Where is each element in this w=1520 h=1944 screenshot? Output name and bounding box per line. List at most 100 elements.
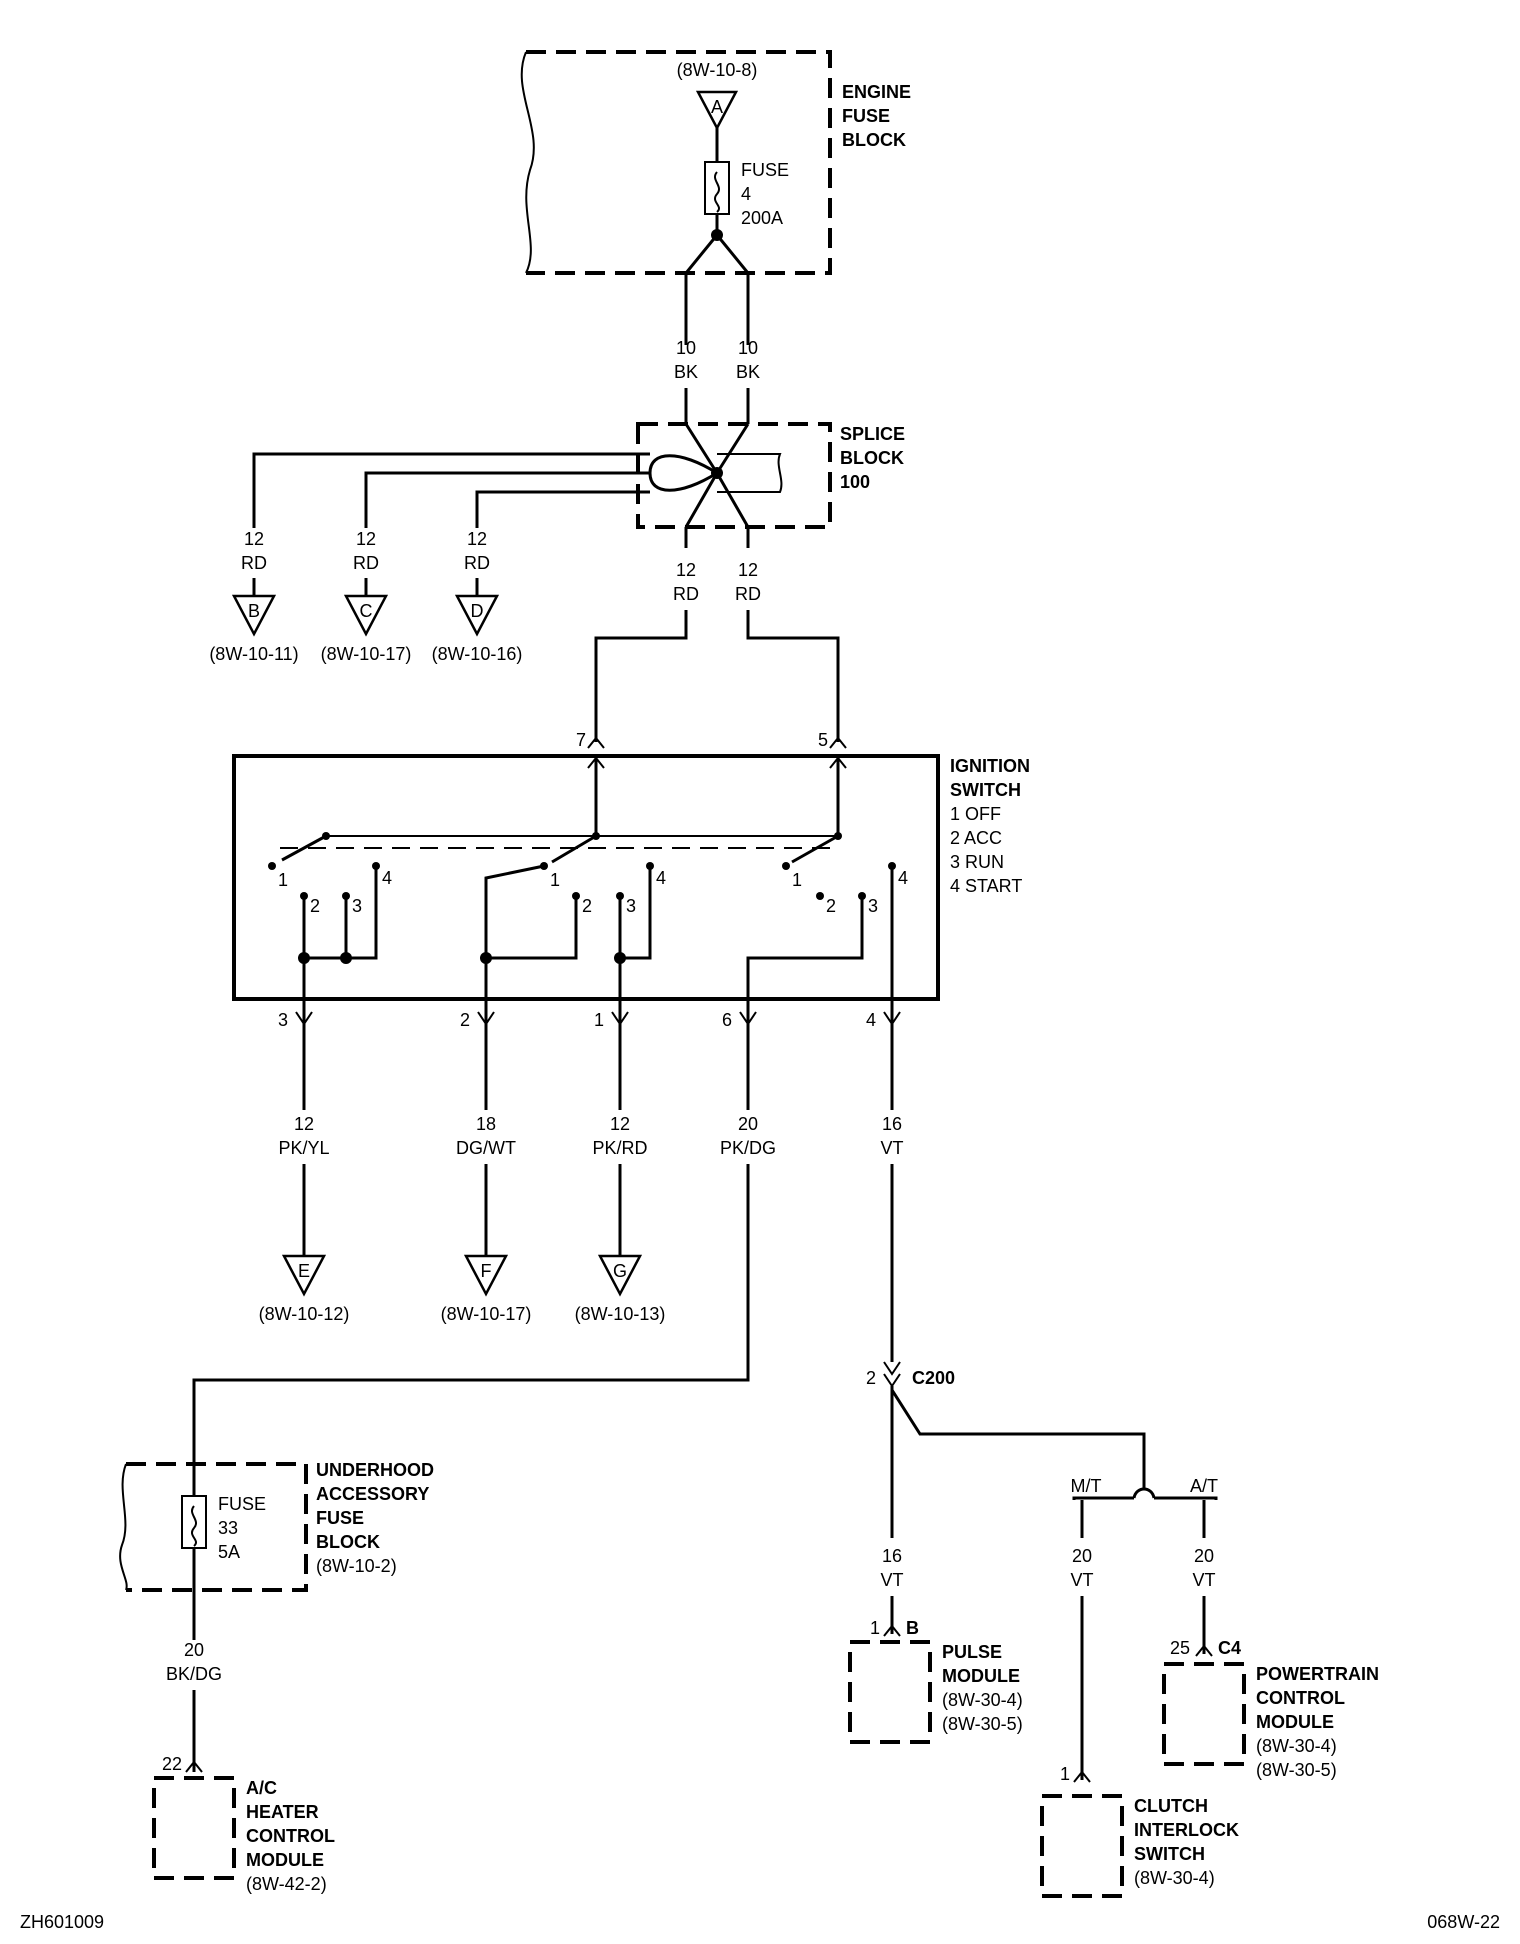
clutch-switch-ref: (8W-30-4) <box>1134 1868 1215 1888</box>
sw3-contact-1: 1 <box>792 870 802 890</box>
connector-c-ref: (8W-10-17) <box>321 644 412 664</box>
switch-out-pin-4: 4 <box>866 1010 876 1030</box>
wire-dgwt-color: DG/WT <box>456 1138 516 1158</box>
pulse-connector: B <box>906 1618 919 1638</box>
pulse-wire-gauge: 16 <box>882 1546 902 1566</box>
fuse-33-label-2: 33 <box>218 1518 238 1538</box>
ac-wire-color: BK/DG <box>166 1664 222 1684</box>
fuse-33-label-3: 5A <box>218 1542 240 1562</box>
switch-feed-7-color: RD <box>673 584 699 604</box>
ac-heater-control-module: A/C HEATER CONTROL MODULE (8W-42-2) <box>152 1776 335 1894</box>
wire-vt-color: VT <box>880 1138 903 1158</box>
clutch-switch-name-1: CLUTCH <box>1134 1796 1208 1816</box>
connector-g-ref: (8W-10-13) <box>575 1304 666 1324</box>
switch-feed-5-gauge: 12 <box>738 560 758 580</box>
feed-right-color: BK <box>736 362 760 382</box>
fuse-4-symbol <box>704 161 730 215</box>
mt-label: M/T <box>1071 1476 1102 1496</box>
connector-c-label: C <box>360 601 373 621</box>
sw2-contact-2: 2 <box>582 896 592 916</box>
sw3-contact-2: 2 <box>826 896 836 916</box>
sw1-contact-4: 4 <box>382 868 392 888</box>
connector-d-label: D <box>471 601 484 621</box>
sw1-contact-3: 3 <box>352 896 362 916</box>
clutch-switch-name-3: SWITCH <box>1134 1844 1205 1864</box>
at-label: A/T <box>1190 1476 1218 1496</box>
connector-a-label: A <box>711 97 723 117</box>
switch-feed-5-color: RD <box>735 584 761 604</box>
wire-pkdg-color: PK/DG <box>720 1138 776 1158</box>
c200-connector: 2 C200 <box>866 1164 955 1388</box>
clutch-pin: 1 <box>1060 1764 1070 1784</box>
footer-drawing-id: ZH601009 <box>20 1912 104 1932</box>
pulse-pin: 1 <box>870 1618 880 1638</box>
switch-pin-5: 5 <box>818 730 828 750</box>
underhood-block-name-3: FUSE <box>316 1508 364 1528</box>
ignition-switch-position-4: 4 START <box>950 876 1022 896</box>
ignition-switch: IGNITION SWITCH 1 OFF 2 ACC 3 RUN 4 STAR… <box>232 754 1030 1001</box>
c200-name: C200 <box>912 1368 955 1388</box>
pcm-connector: C4 <box>1218 1638 1241 1658</box>
connector-e-ref: (8W-10-12) <box>259 1304 350 1324</box>
mt-wire-gauge: 20 <box>1072 1546 1092 1566</box>
splice-block-name-3: 100 <box>840 472 870 492</box>
connector-g-label: G <box>613 1261 627 1281</box>
wire-pkyl-gauge: 12 <box>294 1114 314 1134</box>
splice-output-d-color: RD <box>464 553 490 573</box>
connector-d-ref: (8W-10-16) <box>432 644 523 664</box>
sw1-contact-1: 1 <box>278 870 288 890</box>
pcm-pin: 25 <box>1170 1638 1190 1658</box>
pcm-ref-2: (8W-30-5) <box>1256 1760 1337 1780</box>
wire-vt-gauge: 16 <box>882 1114 902 1134</box>
switch-out-pin-1: 1 <box>594 1010 604 1030</box>
switch-pin-7: 7 <box>576 730 586 750</box>
connector-g-symbol <box>597 1254 643 1297</box>
connector-b-ref: (8W-10-11) <box>209 644 298 664</box>
engine-fuse-block-name-3: BLOCK <box>842 130 906 150</box>
ac-module-name-1: A/C <box>246 1778 277 1798</box>
pulse-module-name-2: MODULE <box>942 1666 1020 1686</box>
engine-fuse-block-name-2: FUSE <box>842 106 890 126</box>
ac-wire-gauge: 20 <box>184 1640 204 1660</box>
splice-block-100: SPLICE BLOCK 100 <box>636 422 905 529</box>
mt-wire-color: VT <box>1070 1570 1093 1590</box>
connector-e-label: E <box>298 1261 310 1281</box>
pulse-module: PULSE MODULE (8W-30-4) (8W-30-5) <box>848 1640 1023 1744</box>
at-wire-color: VT <box>1192 1570 1215 1590</box>
fuse-33-label-1: FUSE <box>218 1494 266 1514</box>
connector-b-symbol <box>231 594 277 637</box>
splice-output-c: 12 RD C (8W-10-17) <box>321 529 412 664</box>
underhood-block-name-2: ACCESSORY <box>316 1484 429 1504</box>
ignition-switch-position-3: 3 RUN <box>950 852 1004 872</box>
engine-fuse-block: ENGINE FUSE BLOCK (8W-10-8) A FUSE 4 200… <box>520 50 911 345</box>
pulse-module-ref-2: (8W-30-5) <box>942 1714 1023 1734</box>
powertrain-control-module: POWERTRAIN CONTROL MODULE (8W-30-4) (8W-… <box>1162 1662 1379 1780</box>
wire-pkdg-gauge: 20 <box>738 1114 758 1134</box>
pulse-module-name-1: PULSE <box>942 1642 1002 1662</box>
splice-output-c-color: RD <box>353 553 379 573</box>
ignition-switch-position-1: 1 OFF <box>950 804 1001 824</box>
switch-out-pin-6: 6 <box>722 1010 732 1030</box>
feed-left-gauge: 10 <box>676 338 696 358</box>
switch-out-pin-2: 2 <box>460 1010 470 1030</box>
splice-output-b-gauge: 12 <box>244 529 264 549</box>
footer-page-number: 068W-22 <box>1427 1912 1500 1932</box>
wire-pkrd-color: PK/RD <box>592 1138 647 1158</box>
pulse-wire-color: VT <box>880 1570 903 1590</box>
splice-output-d: 12 RD D (8W-10-16) <box>432 529 523 664</box>
splice-block-name-2: BLOCK <box>840 448 904 468</box>
underhood-block-ref: (8W-10-2) <box>316 1556 397 1576</box>
fuse-33-symbol <box>181 1495 207 1549</box>
at-wire-gauge: 20 <box>1194 1546 1214 1566</box>
ac-module-name-3: CONTROL <box>246 1826 335 1846</box>
sw3-contact-3: 3 <box>868 896 878 916</box>
ignition-switch-name-1: IGNITION <box>950 756 1030 776</box>
connector-e-symbol <box>281 1254 327 1297</box>
sw2-contact-4: 4 <box>656 868 666 888</box>
fuse-4-label-2: 4 <box>741 184 751 204</box>
ignition-switch-name-2: SWITCH <box>950 780 1021 800</box>
switch-feed-7-gauge: 12 <box>676 560 696 580</box>
splice-block-name-1: SPLICE <box>840 424 905 444</box>
connector-f-ref: (8W-10-17) <box>441 1304 532 1324</box>
